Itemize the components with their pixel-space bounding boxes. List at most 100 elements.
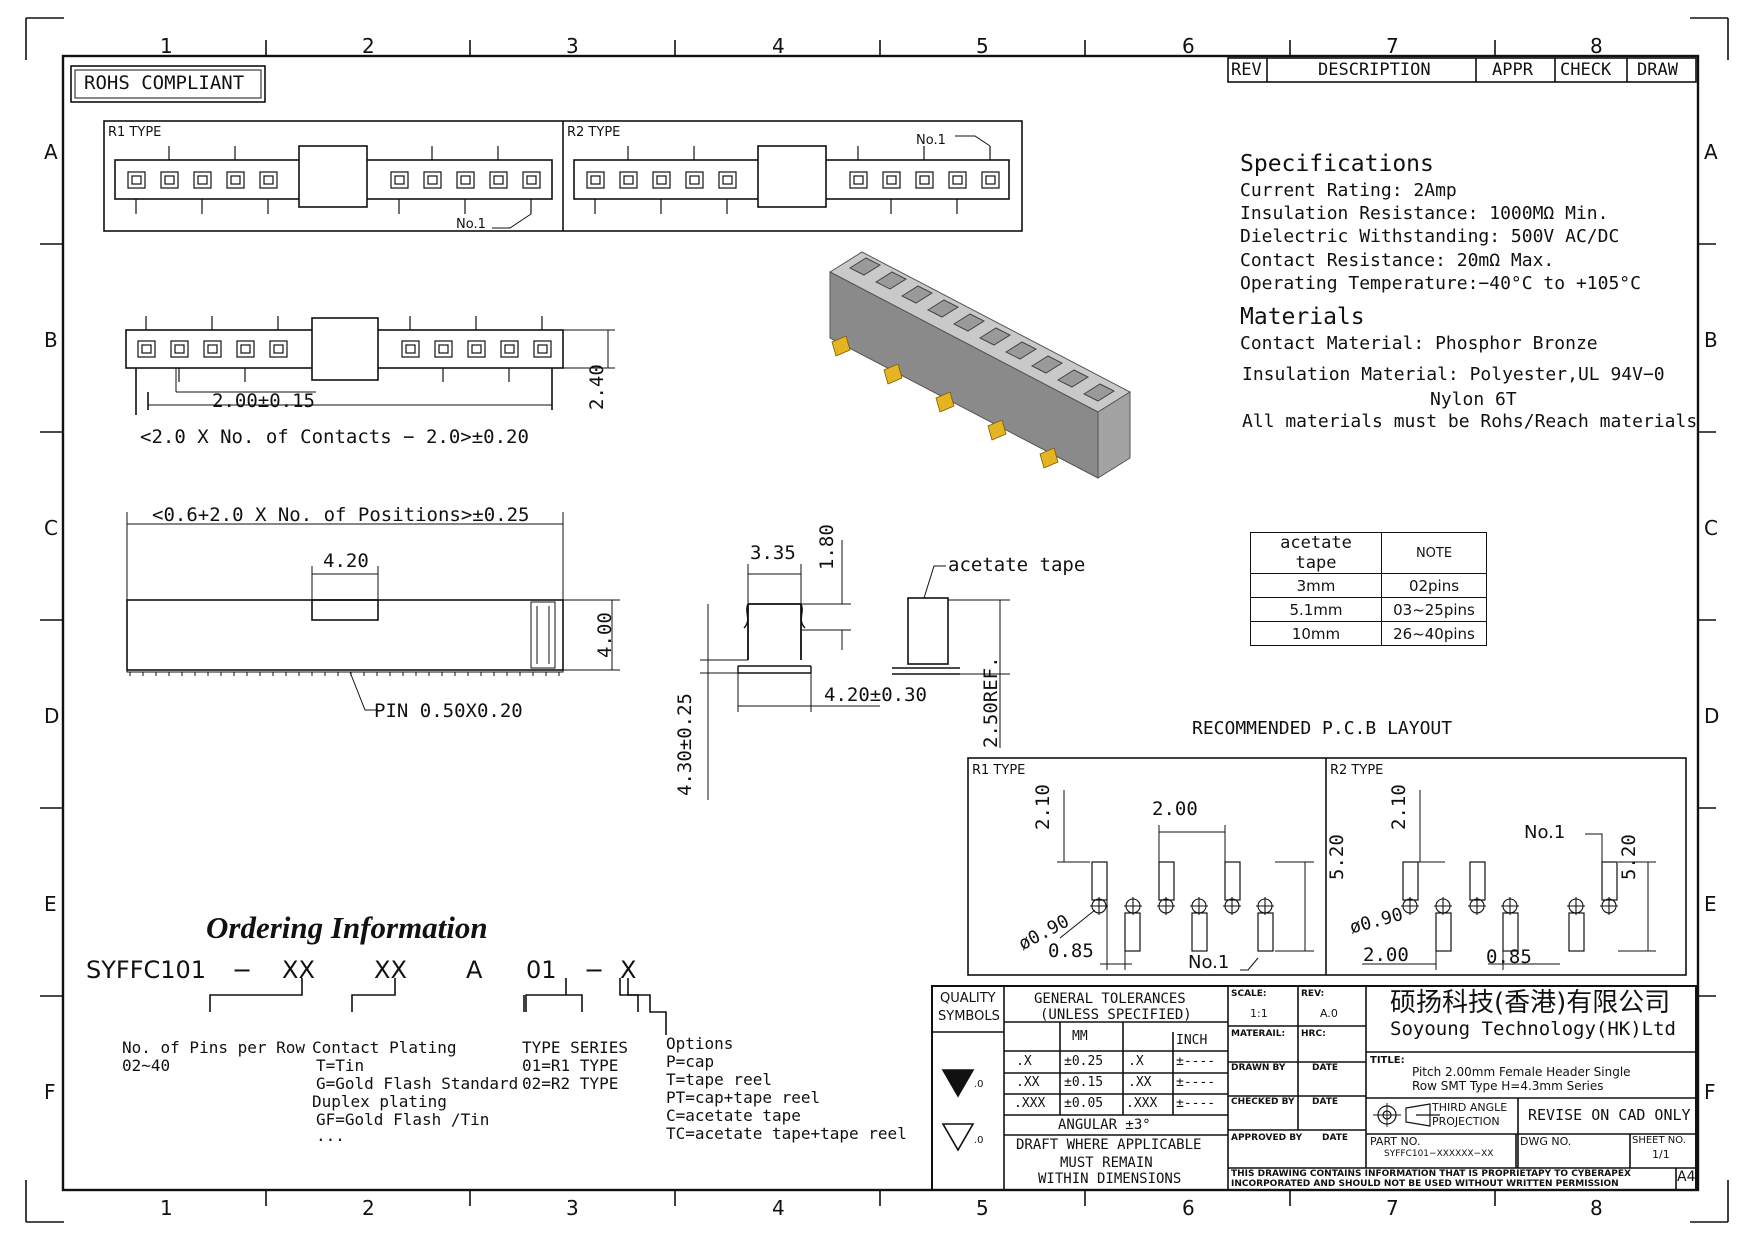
dim-positions-formula: <0.6+2.0 X No. of Positions>±0.25 — [152, 504, 530, 526]
ordering-plating-line: GF=Gold Flash /Tin — [316, 1110, 490, 1129]
company-name-en: Soyoung Technology(HK)Ltd — [1390, 1018, 1676, 1040]
tol-cell: .XX — [1016, 1075, 1040, 1090]
rohs-label: ROHS COMPLIANT — [84, 72, 245, 94]
col-label: 1 — [160, 34, 173, 58]
sheet-no-value: 1/1 — [1652, 1148, 1670, 1161]
title-label: TITLE: — [1370, 1055, 1405, 1066]
row-label: E — [1704, 892, 1717, 916]
col-label: 5 — [976, 34, 989, 58]
approved-by-label: APPROVED BY — [1231, 1133, 1303, 1143]
pcb-dim-200: 2.00 — [1363, 944, 1409, 966]
ordering-plating-line: Duplex plating — [312, 1092, 447, 1111]
col-label: 8 — [1590, 34, 1603, 58]
row-label: C — [44, 516, 58, 540]
proprietary-notice: INCORPORATED AND SHOULD NOT BE USED WITH… — [1231, 1179, 1619, 1189]
ordering-code-part: X — [620, 956, 637, 984]
col-label: 4 — [772, 34, 785, 58]
spec-line: Insulation Resistance: 1000MΩ Min. — [1240, 203, 1609, 224]
row-label: C — [1704, 516, 1718, 540]
quality-label: QUALITY — [940, 991, 996, 1006]
tol-cell: ±---- — [1176, 1096, 1216, 1111]
tol-cell: .XXX — [1014, 1096, 1046, 1111]
pcb-dim-085: 0.85 — [1048, 940, 1094, 962]
tol-cell: .X — [1128, 1054, 1144, 1069]
dim-height-180: 1.80 — [816, 524, 838, 570]
inch-header: INCH — [1176, 1033, 1208, 1048]
ordering-option-line: C=acetate tape — [666, 1106, 801, 1125]
pcb-dim-520: 5.20 — [1326, 834, 1348, 880]
pcb-dim-210: 2.10 — [1032, 784, 1054, 830]
pcb-dim-210: 2.10 — [1388, 784, 1410, 830]
dim-width-335: 3.35 — [750, 542, 796, 564]
ordering-code-part: − — [232, 956, 253, 984]
col-label: 3 — [566, 1196, 579, 1220]
rev-label: REV: — [1301, 989, 1325, 999]
materials-title: Materials — [1240, 304, 1365, 330]
symbols-label: SYMBOLS — [938, 1009, 1000, 1024]
date-label: DATE — [1312, 1063, 1339, 1073]
row-label: F — [1704, 1080, 1716, 1104]
tol-cell: ±---- — [1176, 1054, 1216, 1069]
row-label: E — [44, 892, 57, 916]
scale-label: SCALE: — [1231, 989, 1267, 999]
check-header: CHECK — [1560, 60, 1612, 80]
material-label: MATERAIL: — [1231, 1029, 1286, 1039]
tol-cell: .XXX — [1126, 1096, 1158, 1111]
ordering-code-part: XX — [374, 956, 407, 984]
pin-one-marker: No.1 — [916, 133, 946, 148]
row-label: D — [44, 704, 60, 728]
dwg-no-label: DWG NO. — [1520, 1135, 1572, 1148]
acetate-table-cell: 3mm — [1250, 573, 1382, 598]
tol-cell: ±---- — [1176, 1075, 1216, 1090]
acetate-table-cell: 5.1mm — [1250, 597, 1382, 622]
ordering-option-line: T=tape reel — [666, 1070, 772, 1089]
col-label: 5 — [976, 1196, 989, 1220]
dim-width-420-030: 4.20±0.30 — [824, 684, 927, 706]
spec-line: Operating Temperature:−40°C to +105°C — [1240, 273, 1641, 294]
acetate-table-cell: 02pins — [1381, 573, 1487, 598]
ordering-option-line: PT=cap+tape reel — [666, 1088, 821, 1107]
mm-header: MM — [1072, 1029, 1088, 1044]
ordering-code-part: SYFFC101 — [86, 956, 207, 984]
ordering-plating-line: ... — [316, 1126, 345, 1145]
draft-note: MUST REMAIN — [1060, 1155, 1153, 1171]
dim-contacts-formula: <2.0 X No. of Contacts − 2.0>±0.20 — [140, 426, 529, 448]
sheet-size: A4 — [1677, 1169, 1696, 1185]
acetate-table-header: acetate tape — [1250, 532, 1382, 574]
dim-height-430: 4.30±0.25 — [674, 693, 696, 796]
ordering-pins-title: No. of Pins per Row — [122, 1038, 306, 1057]
dim-ref-250: 2.50REF. — [980, 656, 1002, 748]
dim-pitch: 2.00±0.15 — [212, 390, 315, 412]
pcb-no1-marker: No.1 — [1188, 952, 1230, 973]
rev-header: REV — [1231, 60, 1262, 80]
spec-line: Contact Resistance: 20mΩ Max. — [1240, 250, 1555, 271]
pcb-layout-title: RECOMMENDED P.C.B LAYOUT — [1192, 718, 1453, 739]
col-label: 7 — [1386, 1196, 1399, 1220]
date-label: DATE — [1322, 1133, 1349, 1143]
rev-value: A.0 — [1320, 1007, 1338, 1020]
row-label: B — [44, 328, 58, 352]
spec-line: Dielectric Withstanding: 500V AC/DC — [1240, 226, 1620, 247]
material-line: Contact Material: Phosphor Bronze — [1240, 333, 1598, 354]
col-label: 7 — [1386, 34, 1399, 58]
ordering-option-line: TC=acetate tape+tape reel — [666, 1124, 907, 1143]
proprietary-notice: THIS DRAWING CONTAINS INFORMATION THAT I… — [1231, 1169, 1631, 1179]
revise-on-cad: REVISE ON CAD ONLY — [1528, 1106, 1691, 1124]
dim-width-420: 4.20 — [323, 550, 369, 572]
col-label: 2 — [362, 1196, 375, 1220]
ordering-option-line: P=cap — [666, 1052, 715, 1071]
acetate-tape-table: acetate tape NOTE 3mm 02pins 5.1mm 03~25… — [1250, 532, 1487, 646]
row-label: A — [1704, 140, 1718, 164]
checked-by-label: CHECKED BY — [1231, 1097, 1295, 1107]
acetate-table-cell: 03~25pins — [1381, 597, 1487, 622]
col-label: 4 — [772, 1196, 785, 1220]
specifications-title: Specifications — [1240, 151, 1434, 177]
row-label: A — [44, 140, 58, 164]
row-label: F — [44, 1080, 56, 1104]
pcb-dim-085: 0.85 — [1486, 946, 1532, 968]
angular-tolerance: ANGULAR ±3° — [1058, 1117, 1151, 1133]
part-no-value: SYFFC101−XXXXXX−XX — [1384, 1149, 1494, 1159]
draw-header: DRAW — [1637, 60, 1678, 80]
ordering-plating-line: G=Gold Flash Standard — [316, 1074, 519, 1093]
